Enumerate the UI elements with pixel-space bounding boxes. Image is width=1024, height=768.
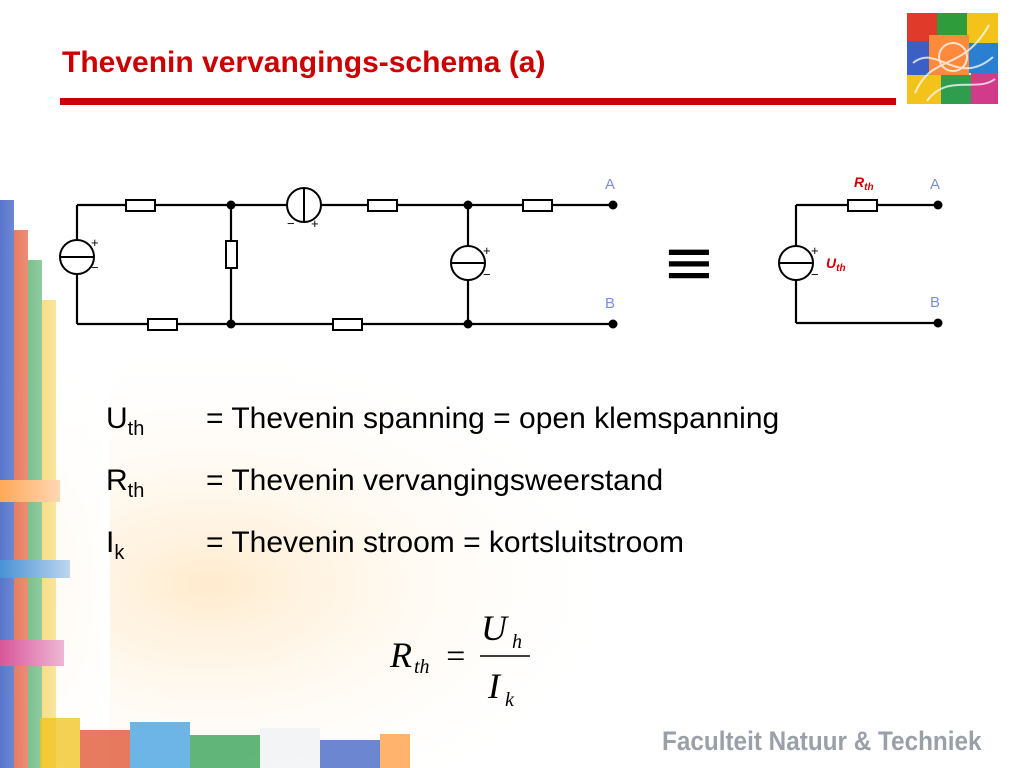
left-network-wires [75, 203, 612, 326]
svg-text:−: − [287, 216, 295, 231]
svg-text:I: I [487, 666, 502, 706]
terminal-b-left [608, 319, 618, 329]
svg-text:+: + [311, 216, 319, 231]
thevenin-equivalent-wires [794, 203, 937, 325]
svg-text:U: U [481, 608, 509, 648]
label-rth: Rth [854, 174, 874, 193]
svg-text:+: + [91, 235, 99, 250]
terminal-labels-right: A B [930, 176, 940, 311]
resistor-top-2 [367, 199, 398, 212]
faculty-logo-image [907, 13, 998, 104]
label-a-left: A [605, 176, 615, 193]
rth-formula: R th = U h I k [389, 608, 530, 711]
resistor-top-1 [125, 199, 156, 212]
definition-text: = Thevenin stroom = kortsluitstroom [206, 526, 684, 559]
definition-symbol: Uth [106, 402, 145, 440]
svg-text:R: R [389, 635, 412, 675]
junction-dots [226, 200, 618, 329]
svg-text:+: + [483, 243, 491, 258]
label-a-right: A [930, 176, 940, 193]
definition-text: = Thevenin spanning = open klemspanning [206, 402, 780, 435]
svg-text:h: h [512, 631, 522, 653]
left-network-sources [59, 187, 486, 281]
definition-text: = Thevenin vervangingsweerstand [206, 464, 664, 497]
svg-text:=: = [444, 638, 467, 675]
label-uth: Uth [826, 255, 846, 274]
definition-symbol: Ik [106, 526, 125, 564]
label-b-right: B [930, 294, 940, 311]
resistor-top-3 [522, 199, 553, 212]
svg-text:−: − [483, 267, 491, 282]
svg-text:+: + [811, 243, 819, 258]
svg-text:−: − [91, 260, 99, 275]
resistor-bottom-1 [147, 318, 178, 331]
resistor-shunt [225, 240, 238, 269]
resistor-rth [847, 199, 878, 212]
footer-faculty-name: Faculteit Natuur & Techniek [662, 726, 982, 756]
svg-text:k: k [505, 689, 515, 711]
label-b-left: B [605, 295, 615, 312]
terminal-labels-left: A B [605, 176, 615, 312]
svg-text:th: th [414, 656, 430, 678]
terminal-a-right [933, 200, 943, 210]
slide-title: Thevenin vervangings-schema (a) [62, 46, 546, 79]
circuit-diagram: + − + − + − A B ≡ + − A B Rth Uth [59, 174, 943, 331]
left-network-resistors [125, 199, 553, 331]
definition-symbol: Rth [106, 464, 145, 502]
title-divider [60, 98, 896, 105]
polarity-marks: + − + − + − [91, 216, 491, 282]
terminal-a-left [608, 200, 618, 210]
terminal-b-right [933, 318, 943, 328]
equivalence-symbol: ≡ [662, 226, 716, 300]
resistor-bottom-2 [332, 318, 363, 331]
svg-text:−: − [811, 267, 819, 282]
